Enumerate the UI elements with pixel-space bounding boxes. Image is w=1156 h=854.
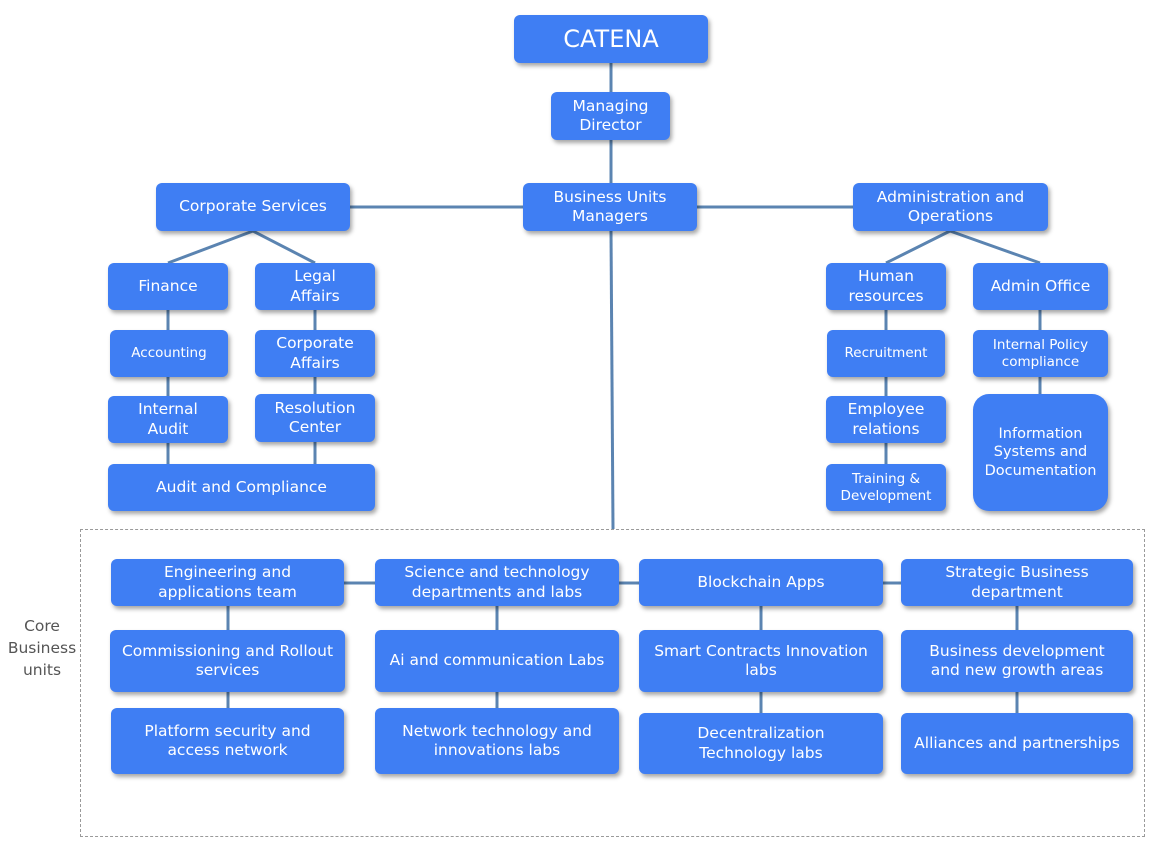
science-technology-node[interactable]: Science and technology departments and l… (375, 559, 619, 606)
decentralization-labs-node[interactable]: Decentralization Technology labs (639, 713, 883, 774)
legal-affairs-label: Legal Affairs (290, 267, 340, 305)
core-business-frame (80, 529, 1145, 837)
corporate-services-node[interactable]: Corporate Services (156, 183, 350, 231)
ai-communication-labs-node[interactable]: Ai and communication Labs (375, 630, 619, 692)
legal-affairs-node[interactable]: Legal Affairs (255, 263, 375, 310)
science-technology-label: Science and technology departments and l… (404, 563, 590, 601)
strategic-business-node[interactable]: Strategic Business department (901, 559, 1133, 606)
administration-operations-node[interactable]: Administration and Operations (853, 183, 1048, 231)
internal-audit-label: Internal Audit (138, 400, 198, 438)
connector-bum-core (609, 230, 615, 530)
network-technology-labs-node[interactable]: Network technology and innovations labs (375, 708, 619, 774)
recruitment-node[interactable]: Recruitment (827, 330, 945, 377)
blockchain-apps-node[interactable]: Blockchain Apps (639, 559, 883, 606)
strategic-business-label: Strategic Business department (945, 563, 1089, 601)
internal-policy-node[interactable]: Internal Policy compliance (973, 330, 1108, 377)
decentralization-labs-label: Decentralization Technology labs (697, 724, 825, 762)
employee-relations-node[interactable]: Employee relations (826, 396, 946, 443)
smart-contracts-labs-node[interactable]: Smart Contracts Innovation labs (639, 630, 883, 692)
resolution-center-node[interactable]: Resolution Center (255, 394, 375, 442)
alliances-partnerships-label: Alliances and partnerships (914, 733, 1120, 752)
audit-compliance-label: Audit and Compliance (156, 477, 327, 496)
human-resources-label: Human resources (848, 267, 924, 305)
internal-policy-label: Internal Policy compliance (992, 336, 1089, 370)
business-units-managers-label: Business Units Managers (553, 187, 667, 225)
audit-compliance-node[interactable]: Audit and Compliance (108, 464, 375, 511)
internal-audit-node[interactable]: Internal Audit (108, 396, 228, 443)
business-units-managers-node[interactable]: Business Units Managers (523, 183, 697, 231)
connector-corporate-finance (167, 229, 254, 265)
commissioning-rollout-label: Commissioning and Rollout services (121, 641, 334, 679)
platform-security-label: Platform security and access network (144, 721, 311, 759)
training-development-node[interactable]: Training & Development (826, 464, 946, 511)
finance-node[interactable]: Finance (108, 263, 228, 310)
blockchain-apps-label: Blockchain Apps (697, 572, 825, 591)
administration-operations-label: Administration and Operations (876, 187, 1025, 225)
commissioning-rollout-node[interactable]: Commissioning and Rollout services (110, 630, 345, 692)
recruitment-label: Recruitment (844, 345, 928, 362)
admin-office-label: Admin Office (990, 276, 1091, 295)
information-systems-label: Information Systems and Documentation (984, 426, 1097, 479)
alliances-partnerships-node[interactable]: Alliances and partnerships (901, 713, 1133, 774)
engineering-team-node[interactable]: Engineering and applications team (111, 559, 344, 606)
managing-director-label: Managing Director (572, 96, 649, 134)
catena-node[interactable]: CATENA (514, 15, 708, 63)
corporate-affairs-label: Corporate Affairs (276, 334, 354, 372)
training-development-label: Training & Development (840, 470, 932, 504)
accounting-node[interactable]: Accounting (110, 330, 228, 377)
admin-office-node[interactable]: Admin Office (973, 263, 1108, 310)
catena-label: CATENA (563, 25, 659, 53)
core-business-label: Core Business units (7, 617, 77, 679)
business-development-label: Business development and new growth area… (929, 641, 1105, 679)
corporate-services-label: Corporate Services (179, 197, 327, 216)
ai-communication-labs-label: Ai and communication Labs (389, 651, 605, 670)
human-resources-node[interactable]: Human resources (826, 263, 946, 310)
employee-relations-label: Employee relations (847, 400, 925, 438)
information-systems-node[interactable]: Information Systems and Documentation (973, 394, 1108, 511)
business-development-node[interactable]: Business development and new growth area… (901, 630, 1133, 692)
managing-director-node[interactable]: Managing Director (551, 92, 670, 140)
connector-admin-hr (885, 229, 951, 265)
corporate-affairs-node[interactable]: Corporate Affairs (255, 330, 375, 377)
engineering-team-label: Engineering and applications team (158, 563, 297, 601)
finance-label: Finance (138, 276, 198, 295)
network-technology-labs-label: Network technology and innovations labs (402, 721, 592, 759)
smart-contracts-labs-label: Smart Contracts Innovation labs (654, 641, 868, 679)
connector-admin-office (949, 229, 1041, 265)
platform-security-node[interactable]: Platform security and access network (111, 708, 344, 774)
connector-corporate-legal (252, 229, 316, 265)
accounting-label: Accounting (131, 345, 207, 362)
resolution-center-label: Resolution Center (274, 398, 356, 436)
